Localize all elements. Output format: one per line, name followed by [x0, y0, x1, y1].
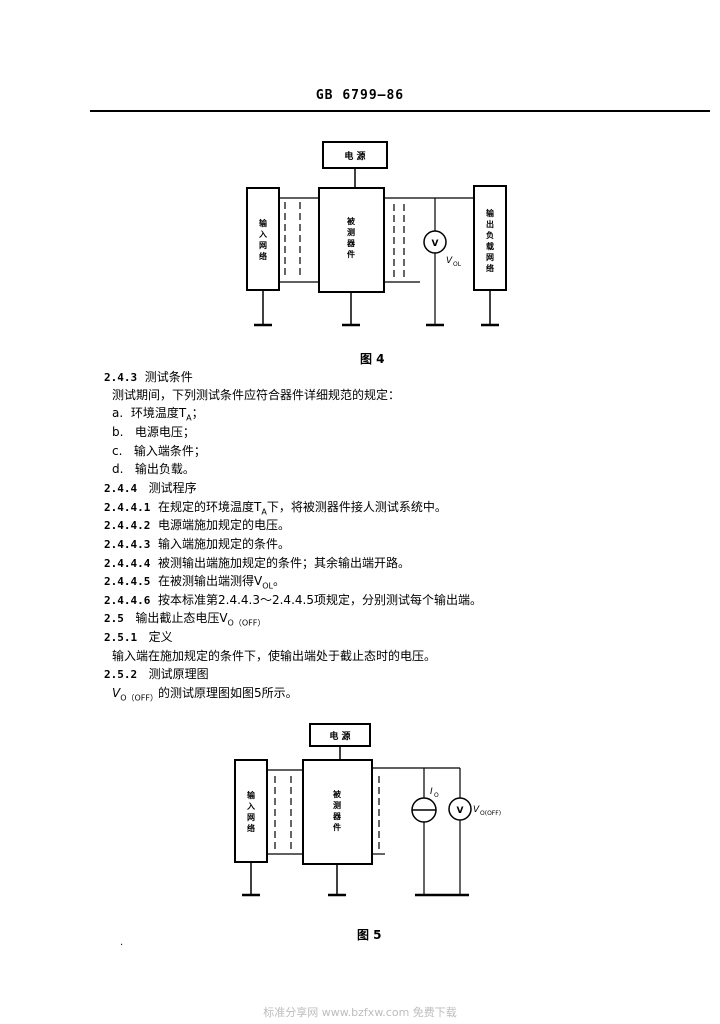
section-heading: 2.5 输出截止态电压VO（OFF）: [104, 611, 266, 628]
paragraph: 2.4.4.5 在被测输出端测得VOL。: [104, 574, 285, 591]
paragraph: 2.4.4.6 按本标准第2.4.4.3～2.4.4.5项规定，分别测试每个输出…: [104, 593, 482, 607]
svg-text:被: 被: [347, 216, 355, 226]
power-label: 电 源: [329, 730, 350, 742]
svg-text:络: 络: [486, 263, 494, 273]
paragraph: 2.4.4.3 输入端施加规定的条件。: [104, 537, 291, 551]
paragraph: 测试期间，下列测试条件应符合器件详细规范的规定：: [112, 388, 401, 402]
svg-text:被: 被: [333, 789, 341, 799]
list-item: d. 输出负载。: [112, 462, 195, 476]
power-box: [322, 141, 388, 169]
svg-text:入: 入: [258, 230, 267, 239]
dut-box: [302, 759, 373, 865]
paragraph: VO（OFF）的测试原理图如图5所示。: [112, 686, 298, 703]
svg-text:件: 件: [347, 249, 355, 259]
paragraph: 输入端在施加规定的条件下，使输出端处于截止态时的电压。: [112, 649, 437, 663]
svg-text:测: 测: [333, 800, 341, 810]
dut-box: [318, 187, 385, 293]
svg-text:测: 测: [347, 227, 355, 237]
list-item: c. 输入端条件；: [112, 444, 206, 458]
watermark: 标准分享网 www.bzfxw.com 免费下载: [263, 1006, 457, 1019]
paragraph: 2.4.4.1 在规定的环境温度TA下，将被测器件接人测试系统中。: [104, 500, 447, 517]
header-rule: [90, 110, 710, 112]
output-load-label: 输 出 负 载 网 络: [486, 208, 495, 273]
section-heading: 2.5.1 定义: [104, 630, 173, 644]
svg-text:网: 网: [259, 241, 267, 250]
svg-text:络: 络: [259, 251, 267, 261]
svg-text:V: V: [473, 805, 480, 815]
svg-text:V: V: [432, 239, 439, 249]
footnote-mark: ·: [120, 940, 124, 951]
section-heading: 2.4.3 测试条件: [104, 370, 193, 384]
paragraph: 2.4.4.4 被测输出端施加规定的条件；其余输出端开路。: [104, 556, 411, 570]
svg-text:O(OFF): O(OFF): [480, 810, 501, 817]
figure-5-caption: 图 5: [357, 928, 382, 942]
svg-text:载: 载: [486, 241, 494, 251]
figure-5-diagram: 电 源 输 入 网 络 被 测 器 件 I O V V O(OFF): [234, 723, 501, 897]
svg-text:负: 负: [486, 230, 494, 240]
input-network-box: [234, 759, 268, 863]
dut-label: 被 测 器 件: [332, 789, 342, 832]
svg-text:I: I: [430, 787, 433, 797]
standard-header: GB 6799—86: [315, 88, 405, 103]
list-item: b. 电源电压；: [112, 425, 195, 439]
power-label: 电 源: [344, 150, 365, 162]
svg-text:出: 出: [486, 219, 494, 229]
svg-text:OL: OL: [453, 261, 462, 268]
section-heading: 2.5.2 测试原理图: [104, 667, 209, 681]
section-heading: 2.4.4 测试程序: [104, 481, 197, 495]
svg-text:件: 件: [333, 822, 341, 832]
svg-text:入: 入: [246, 802, 255, 811]
paragraph: 2.4.4.2 电源端施加规定的电压。: [104, 518, 291, 532]
svg-text:输: 输: [247, 790, 256, 800]
svg-text:O: O: [434, 792, 439, 799]
figure-4-caption: 图 4: [360, 352, 385, 366]
dut-label: 被 测 器 件: [346, 216, 356, 259]
current-label: I O: [430, 787, 439, 799]
figure-4-diagram: 电 源 输 入 网 络 被 测 器 件 输 出 负 载 网 络 V V OL: [246, 141, 507, 327]
svg-text:络: 络: [247, 823, 255, 833]
svg-text:器: 器: [332, 812, 342, 821]
voltmeter-label: V OL: [446, 256, 462, 268]
svg-text:输: 输: [486, 208, 495, 218]
svg-text:V: V: [446, 256, 453, 266]
svg-text:网: 网: [486, 253, 494, 262]
input-network-label: 输 入 网 络: [258, 218, 268, 261]
voltmeter-label: V O(OFF): [473, 805, 501, 817]
svg-text:输: 输: [259, 218, 268, 228]
svg-text:器: 器: [346, 239, 356, 248]
svg-text:V: V: [457, 806, 464, 816]
svg-text:网: 网: [247, 813, 255, 822]
input-network-label: 输 入 网 络: [246, 790, 256, 833]
list-item: a. 环境温度TA；: [112, 406, 204, 423]
input-network-box: [246, 187, 280, 291]
